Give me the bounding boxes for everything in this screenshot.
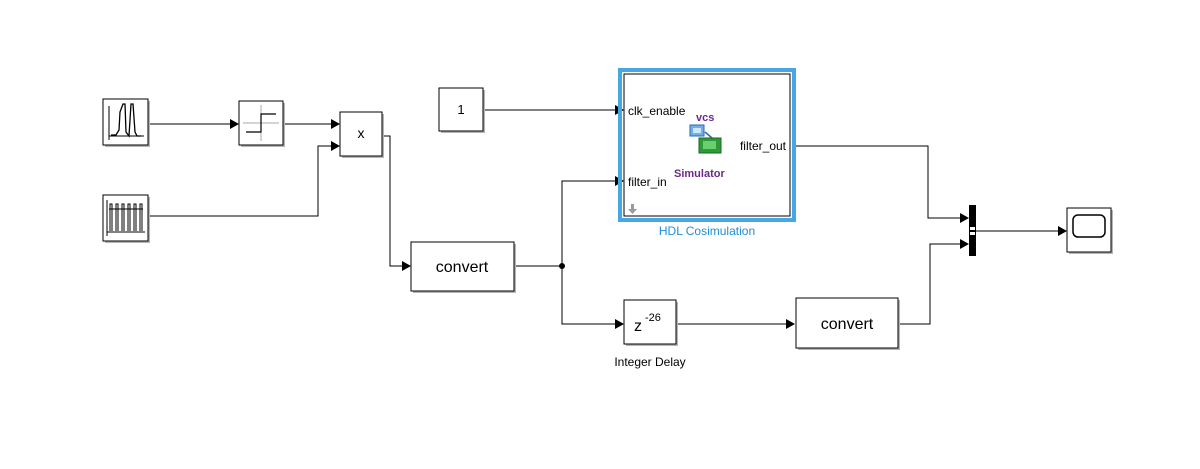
mux-block[interactable] — [969, 205, 976, 256]
integer-delay-block[interactable]: z -26 — [623, 299, 678, 346]
port-filter-in: filter_in — [628, 175, 667, 189]
constant-value: 1 — [457, 102, 464, 117]
integer-delay-caption: Integer Delay — [614, 355, 685, 369]
logo-simulator: Simulator — [674, 168, 725, 180]
signal-lines — [148, 105, 1067, 329]
hdl-cosimulation-caption[interactable]: HDL Cosimulation — [659, 224, 755, 238]
arrowhead — [331, 119, 340, 129]
line-convert-to-mux[interactable] — [898, 243, 960, 325]
arrowhead — [230, 119, 239, 129]
waveform-icon — [108, 103, 144, 140]
line-filter-out-to-mux[interactable] — [792, 145, 960, 219]
pulse-source-block[interactable] — [102, 194, 150, 243]
arrowhead — [615, 319, 624, 329]
pulse-train-icon — [106, 200, 145, 236]
quantizer-block[interactable] — [238, 100, 285, 147]
convert-label-2: convert — [821, 316, 874, 333]
delay-exponent: -26 — [645, 312, 661, 324]
constant-block[interactable]: 1 — [438, 87, 485, 133]
line-branch-to-delay[interactable] — [561, 266, 615, 325]
arrowhead — [1058, 226, 1067, 236]
convert-block-2[interactable]: convert — [795, 297, 900, 350]
port-filter-out: filter_out — [740, 139, 787, 153]
convert-block-1[interactable]: convert — [410, 241, 516, 293]
line-pulse-to-product[interactable] — [148, 145, 331, 217]
step-icon — [243, 105, 279, 141]
line-branch-to-filter-in[interactable] — [561, 180, 615, 266]
product-block[interactable]: x — [339, 111, 384, 158]
product-label: x — [358, 125, 365, 141]
mux-port-marker — [970, 232, 975, 235]
port-clk-enable: clk_enable — [628, 104, 686, 118]
arrowhead — [402, 261, 411, 271]
mux-port-marker — [970, 227, 975, 230]
selection-highlight — [618, 68, 796, 222]
scope-block[interactable] — [1066, 207, 1113, 254]
arrowhead — [786, 319, 795, 329]
delay-base: z — [634, 318, 642, 335]
signal-source-block[interactable] — [102, 98, 150, 147]
arrowhead — [960, 213, 969, 223]
convert-label-1: convert — [436, 259, 489, 276]
logo-vcs: vcs — [696, 112, 714, 124]
line-product-to-convert[interactable] — [382, 135, 402, 267]
arrowhead — [960, 239, 969, 249]
hdl-cosimulation-block[interactable]: clk_enable filter_in filter_out vcs Simu… — [618, 68, 796, 222]
scope-icon — [1072, 214, 1106, 238]
arrowhead — [331, 141, 340, 151]
down-arrow-icon — [628, 204, 637, 214]
simulator-logo-icon: vcs Simulator — [674, 112, 725, 180]
